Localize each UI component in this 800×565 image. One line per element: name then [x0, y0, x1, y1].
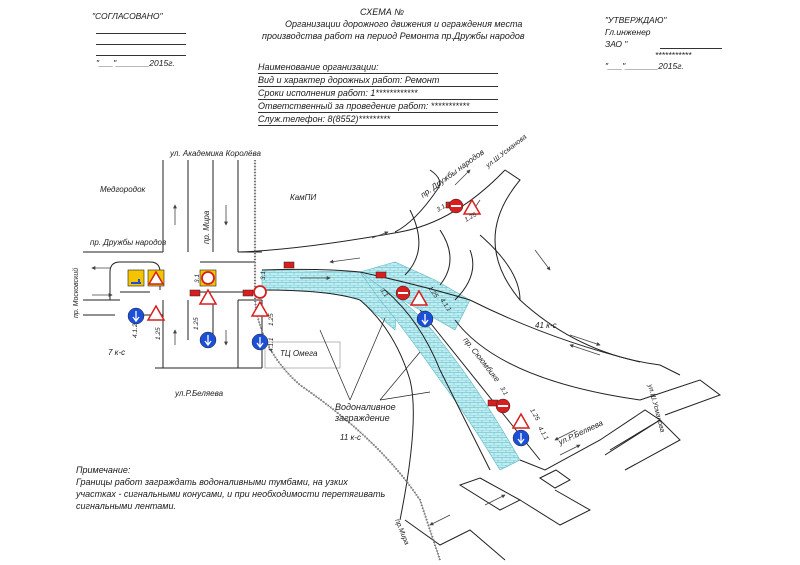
form-field-responsible: Ответственный за проведение работ: *****… — [258, 101, 470, 111]
label-street-druzhby-top: пр. Дружбы народов — [419, 148, 486, 200]
form-line-deadline — [258, 99, 498, 100]
note-line-1: Границы работ заграждать водоналивными т… — [76, 477, 348, 487]
right-approval-title: "УТВЕРЖДАЮ" — [605, 15, 667, 25]
scheme-title-line2: Организации дорожного движения и огражде… — [285, 19, 523, 29]
label-district-medgorodok: Медгородок — [100, 185, 147, 194]
form-field-organization: Наименование организации: — [258, 62, 379, 72]
scheme-title-number: СХЕМА № — [360, 7, 405, 17]
form-line-work-type — [258, 86, 498, 87]
left-signature-line-2 — [96, 44, 186, 45]
sign-group-center — [395, 285, 434, 328]
label-street-chulman-top: ул.Ш.Усманова — [484, 134, 528, 171]
label-block-7: 7 к-с — [108, 348, 125, 357]
omega-building — [264, 341, 341, 369]
right-approval-position: Гл.инженер — [605, 27, 651, 37]
label-street-mira-bottom: пр.Мира — [393, 518, 410, 546]
sign-code-1-25-f: 1.25 — [528, 408, 541, 423]
left-signature-line-1 — [96, 33, 186, 34]
label-street-druzhby-left: пр. Дружбы народов — [90, 238, 166, 247]
sign-code-4-1-1-c: 4.1.1 — [536, 426, 549, 442]
sign-code-4-1-2: 4.1.2 — [132, 323, 139, 338]
sign-code-3-1-c: 3.1 — [378, 287, 389, 299]
form-field-phone: Служ.телефон: 8(8552)********* — [258, 114, 391, 124]
form-field-deadline: Сроки исполнения работ: 1************ — [258, 88, 418, 98]
sign-group-mira-right — [250, 285, 270, 351]
label-street-belyaeva-right: ул.Р.Беляева — [556, 418, 605, 447]
right-signature-line — [660, 48, 722, 49]
sign-code-1-25-b: 1.25 — [155, 327, 162, 340]
label-street-korolev: ул. Академика Королёва — [169, 149, 261, 158]
label-street-moskovsky: пр. Московский — [72, 268, 80, 318]
label-block-41: 41 к-с — [535, 321, 557, 330]
label-place-kampi: КамПИ — [290, 193, 316, 202]
sign-group-mira-left — [198, 269, 218, 349]
road-mira — [162, 160, 239, 368]
form-line-organization — [258, 73, 498, 74]
form-line-phone — [258, 125, 498, 126]
label-street-mira: пр. Мира — [202, 210, 211, 244]
sign-group-left — [127, 269, 166, 325]
sign-code-1-25-c: 1.25 — [268, 313, 275, 326]
traffic-arrows — [91, 169, 601, 526]
sign-group-right — [495, 398, 531, 447]
label-street-chulman-right: ул.Ш.Усманова — [646, 383, 666, 434]
right-approval-date: "___"_______2015г. — [605, 61, 684, 71]
work-zone-top — [359, 261, 471, 331]
label-street-belyaeva-left: ул.Р.Беляева — [174, 389, 224, 398]
form-line-responsible — [258, 112, 498, 113]
barrier-callout-lines — [319, 317, 431, 401]
barrier-label-line1: Водоналивное — [335, 402, 396, 412]
note-line-2: участках - сигнальными конусами, и при н… — [76, 489, 386, 499]
sign-group-top — [448, 198, 482, 215]
sign-code-3-1-e: 3.1 — [498, 386, 509, 398]
railway — [253, 160, 442, 561]
note-heading: Примечание: — [76, 465, 131, 475]
sign-code-3-1-b: 3.1 — [260, 271, 267, 280]
note-line-3: сигнальными лентами. — [76, 501, 176, 511]
road-curves — [237, 169, 681, 521]
right-approval-name: *********** — [655, 50, 692, 60]
scheme-title-line3: производства работ на период Ремонта пр.… — [262, 31, 525, 41]
sign-code-3-1-a: 3.1 — [194, 274, 201, 283]
label-place-omega: ТЦ Омега — [280, 349, 318, 358]
left-approval-date: "___"_______2015г. — [96, 58, 175, 68]
form-field-work-type: Вид и характер дорожных работ: Ремонт — [258, 75, 440, 85]
barrier-label-line2: заграждение — [334, 413, 390, 423]
sign-code-4-1-1-a: 4.1.1 — [268, 337, 275, 352]
label-block-11: 11 к-с — [340, 433, 361, 442]
sign-code-1-25-a: 1.25 — [193, 317, 200, 330]
left-approval-title: "СОГЛАСОВАНО" — [92, 11, 163, 21]
road-bottom-right — [404, 379, 722, 561]
left-signature-line-3 — [96, 55, 186, 56]
right-approval-org: ЗАО " — [605, 39, 628, 49]
sign-code-3-1-d: 3.1 — [436, 203, 448, 214]
